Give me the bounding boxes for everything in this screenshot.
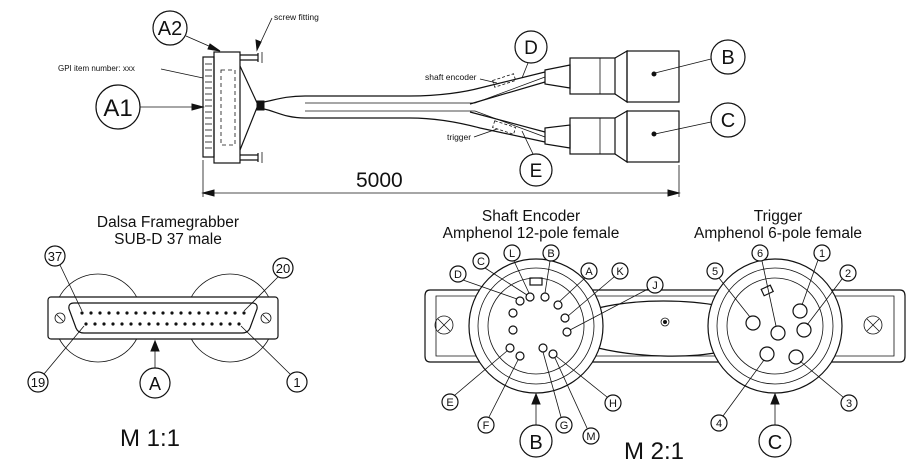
shaft-encoder-contacts bbox=[505, 292, 572, 361]
callout-d-leader bbox=[521, 62, 529, 79]
scale-2-1: M 2:1 bbox=[624, 438, 684, 465]
subd-pin-marks bbox=[205, 63, 212, 149]
shaft-encoder-subtitle: Amphenol 12-pole female bbox=[443, 225, 620, 242]
tr-pin-6: 6 bbox=[757, 248, 763, 260]
tr-pin-4: 4 bbox=[716, 418, 722, 430]
scale-1-1: M 1:1 bbox=[120, 425, 180, 452]
se-pin-e: E bbox=[446, 397, 453, 409]
subd-hood bbox=[239, 65, 259, 151]
dalsa-title: Dalsa Framegrabber bbox=[97, 214, 239, 231]
callout-d: D bbox=[524, 38, 538, 59]
pin1-label: 1 bbox=[293, 375, 300, 390]
shaft-encoder-pin-callouts: D C L B A K J E F G M H bbox=[441, 244, 664, 445]
se-pin-d: D bbox=[454, 269, 462, 281]
view-c-label: C bbox=[768, 432, 782, 454]
gpi-item-label: GPI item number: xxx bbox=[58, 64, 135, 73]
shaft-encoder-label-sleeve bbox=[492, 73, 517, 88]
se-pin-g: G bbox=[560, 420, 569, 432]
trigger-title: Trigger bbox=[754, 208, 803, 225]
callout-c-leader bbox=[654, 121, 712, 135]
callout-e-circle bbox=[519, 153, 553, 187]
pin19-label: 19 bbox=[31, 375, 45, 390]
se-pin-l: L bbox=[509, 248, 515, 260]
trigger-label: trigger bbox=[447, 132, 471, 142]
subd-housing bbox=[213, 51, 241, 164]
se-pin-h: H bbox=[609, 398, 617, 410]
main-cable bbox=[263, 95, 410, 119]
tr-pin-1: 1 bbox=[819, 248, 825, 260]
cable-split bbox=[409, 71, 546, 143]
length-value: 5000 bbox=[356, 169, 403, 192]
trigger-plug bbox=[544, 109, 680, 164]
view-b-circle bbox=[519, 424, 553, 458]
mount-screw-right bbox=[863, 315, 883, 335]
callout-d-circle bbox=[514, 30, 548, 64]
pin37-label: 37 bbox=[48, 249, 62, 264]
trigger-leader bbox=[473, 128, 498, 138]
shaft-encoder-key bbox=[529, 277, 543, 286]
cable-assembly: 5000 A2 screw fitting GPI item number: x… bbox=[58, 10, 746, 197]
center-cable-body bbox=[597, 300, 721, 357]
subd-pin-row-bottom bbox=[84, 322, 241, 326]
trigger-subtitle: Amphenol 6-pole female bbox=[694, 225, 862, 242]
pin20-label: 20 bbox=[276, 261, 290, 276]
view-a-label: A bbox=[149, 374, 161, 394]
se-pin-f: F bbox=[483, 420, 490, 432]
subd-pin-row-top bbox=[80, 311, 246, 315]
cable-strain-relief bbox=[256, 100, 265, 111]
view-c-circle bbox=[758, 424, 792, 458]
se-pin-c: C bbox=[477, 256, 485, 268]
callout-c: C bbox=[721, 110, 735, 132]
callout-a2: A2 bbox=[158, 18, 182, 40]
mount-screw-left bbox=[434, 315, 454, 335]
trigger-label-sleeve bbox=[492, 120, 517, 135]
se-pin-k: K bbox=[616, 266, 624, 278]
subd-flange-plate bbox=[47, 296, 279, 340]
amphenol-view: Shaft Encoder Amphenol 12-pole female Tr… bbox=[424, 208, 906, 465]
se-pin-m: M bbox=[586, 431, 595, 443]
shaft-encoder-outer-ring bbox=[468, 258, 604, 394]
dalsa-subtitle: SUB-D 37 male bbox=[114, 231, 222, 248]
callout-a2-circle bbox=[152, 10, 188, 46]
pin20-circle bbox=[272, 257, 294, 279]
se-pin-j: J bbox=[652, 280, 658, 292]
trigger-outer-ring bbox=[707, 258, 843, 394]
subd-shell bbox=[68, 302, 258, 334]
trigger-contacts bbox=[745, 303, 812, 365]
shaft-encoder-plug bbox=[544, 49, 680, 104]
shaft-encoder-label: shaft encoder bbox=[425, 72, 477, 82]
pin37-circle bbox=[44, 245, 66, 267]
callout-c-circle bbox=[710, 102, 746, 138]
dalsa-subd-view: Dalsa Framegrabber SUB-D 37 male 3 bbox=[27, 214, 308, 452]
gpi-item-leader bbox=[160, 68, 204, 79]
screw-fitting-label: screw fitting bbox=[274, 12, 319, 22]
callout-b-circle bbox=[710, 39, 746, 75]
subd-inner-outline bbox=[220, 69, 236, 146]
shaft-encoder-leader bbox=[479, 78, 498, 84]
callout-e: E bbox=[530, 161, 543, 182]
tr-pin-2: 2 bbox=[845, 268, 851, 280]
pin19-circle bbox=[27, 371, 49, 393]
trigger-pin-callouts: 5 6 1 2 4 3 bbox=[706, 244, 858, 432]
callout-e-leader bbox=[521, 130, 534, 155]
mounting-plate bbox=[424, 289, 906, 363]
screw-fitting-top bbox=[240, 52, 263, 63]
callout-a1: A1 bbox=[103, 95, 132, 122]
tr-pin-3: 3 bbox=[846, 398, 852, 410]
pin1-circle bbox=[286, 371, 308, 393]
se-pin-a: A bbox=[585, 266, 593, 278]
callout-b-leader bbox=[654, 58, 712, 74]
view-b-label: B bbox=[529, 432, 542, 454]
callout-b: B bbox=[721, 47, 734, 69]
screw-fitting-bottom bbox=[240, 152, 263, 163]
tr-pin-5: 5 bbox=[712, 266, 718, 278]
se-pin-b: B bbox=[547, 248, 554, 260]
length-dimension bbox=[201, 160, 681, 197]
view-a-circle bbox=[139, 367, 171, 399]
shaft-encoder-title: Shaft Encoder bbox=[482, 208, 580, 225]
